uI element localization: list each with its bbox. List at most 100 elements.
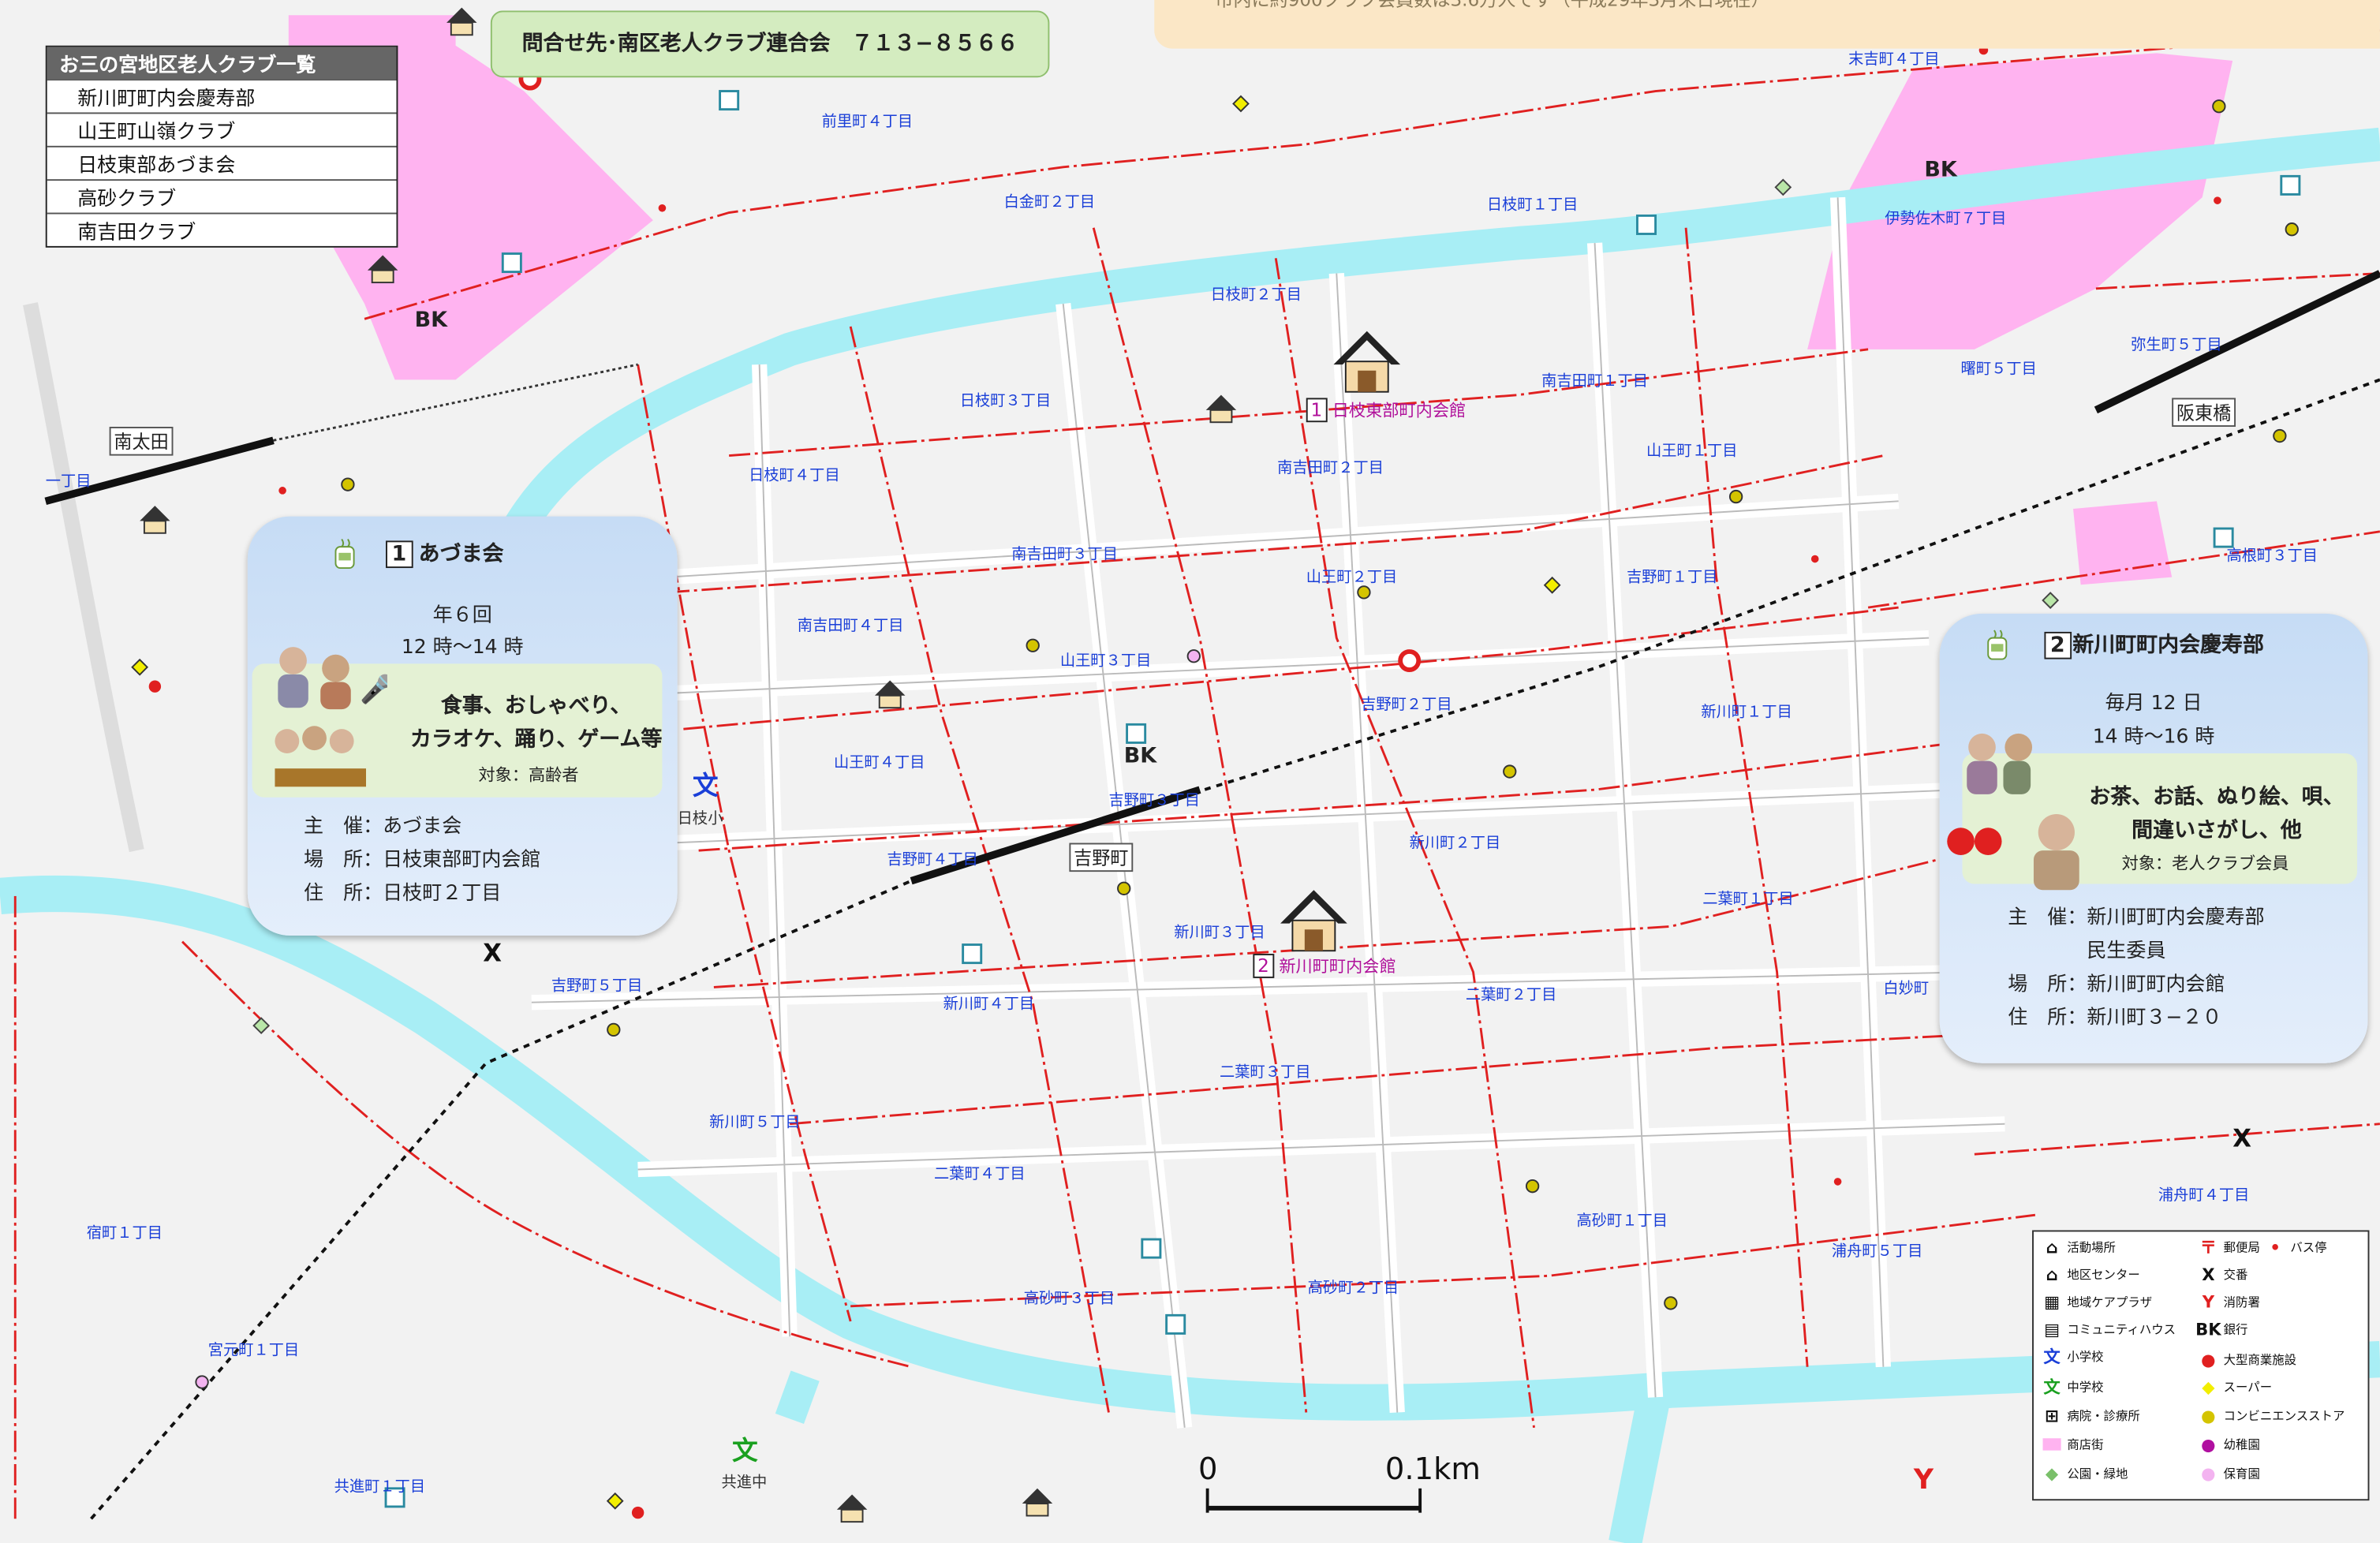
tea-cup-icon <box>1982 629 2013 662</box>
place-label: 浦舟町４丁目 <box>2158 1187 2250 1205</box>
card-1-place: 場 所：日枝東部町内会館 <box>304 849 541 872</box>
station-label: 南太田 <box>109 427 174 456</box>
place-label: 二葉町４丁目 <box>934 1166 1026 1183</box>
station-label: 阪東橋 <box>2172 398 2236 428</box>
bank-icon: BK <box>1123 744 1157 769</box>
legend-label: 大型商業施設 <box>2223 1352 2297 1366</box>
legend-label: バス停 <box>2290 1240 2327 1254</box>
card-2-time: 14 時〜16 時 <box>2092 726 2215 749</box>
legend-label: 地区センター <box>2067 1267 2140 1281</box>
place-label: 宮元町１丁目 <box>207 1342 300 1360</box>
card-2-activities: お茶、お話、ぬり絵、唄、 間違いさがし、他 <box>2076 781 2357 848</box>
svg-text:🎤: 🎤 <box>360 673 387 706</box>
venue-2-name: 新川町町内会館 <box>1279 956 1396 977</box>
info-banner: 市内に約900クラブ会員数は3.6万人です（平成29年3月末日現在） <box>1154 0 2380 49</box>
convenience-store-icon: ● <box>2201 1405 2216 1425</box>
community-center-icon: ⌂ <box>2046 1264 2058 1284</box>
legend-label: コミュニティハウス <box>2067 1321 2176 1336</box>
kindergarten-icon: ● <box>2201 1434 2216 1455</box>
legend-label: スーパー <box>2223 1380 2273 1394</box>
place-label: 伊勢佐木町７丁目 <box>1885 211 2007 228</box>
place-label: 共進町１丁目 <box>334 1479 426 1496</box>
svg-text:Y: Y <box>1913 1464 1934 1496</box>
school-label: 日枝小 <box>677 811 723 828</box>
legend-label: 商店街 <box>2067 1437 2104 1451</box>
card-1-info: 主 催：あづま会 場 所：日枝東部町内会館 住 所：日枝町２丁目 <box>304 811 540 911</box>
place-label: 吉野町１丁目 <box>1626 569 1718 587</box>
svg-text:X: X <box>2232 1125 2251 1153</box>
river <box>0 875 2380 1421</box>
school-label: 共進中 <box>721 1474 768 1492</box>
place-label: 白金町２丁目 <box>1003 194 1096 211</box>
legend-label: 郵便局 <box>2223 1240 2260 1254</box>
place-label: 二葉町３丁目 <box>1220 1064 1311 1082</box>
shopping-street-icon <box>2042 1435 2063 1453</box>
place-label: 南吉田町４丁目 <box>797 618 904 635</box>
svg-text:文: 文 <box>693 771 719 801</box>
place-label: 日枝町１丁目 <box>1486 197 1579 215</box>
club-list-item: 日枝東部あづま会 <box>47 145 397 179</box>
place-label: 新川町３丁目 <box>1174 925 1265 942</box>
community-house-icon: ▤ <box>2044 1319 2061 1339</box>
legend-label: 小学校 <box>2067 1349 2104 1363</box>
town-boundaries <box>13 29 2380 1519</box>
place-label: 山王町２丁目 <box>1306 569 1398 587</box>
contact-box: 問合せ先･南区老人クラブ連合会 ７１３−８５６６ <box>490 10 1050 78</box>
card-2-name: 新川町町内会慶寿部 <box>2072 633 2264 658</box>
place-label: 山王町１丁目 <box>1646 443 1738 461</box>
card-1-address: 住 所：日枝町２丁目 <box>304 882 502 906</box>
legend-label: コンビニエンスストア <box>2223 1408 2345 1423</box>
legend-label: 交番 <box>2223 1267 2248 1281</box>
card-1-activity-line: 食事、おしゃべり、 <box>440 693 632 719</box>
place-label: 日枝町３丁目 <box>959 393 1052 410</box>
place-label: 吉野町５丁目 <box>551 977 643 996</box>
card-1-time: 12 時〜14 時 <box>401 636 524 659</box>
scale-zero: 0 <box>1198 1450 1218 1487</box>
place-label: 一丁目 <box>45 473 92 491</box>
contact-text: 問合せ先･南区老人クラブ連合会 ７１３−８５６６ <box>521 32 1018 57</box>
legend-label: 保育園 <box>2223 1466 2260 1481</box>
card-2-activity-line: お茶、お話、ぬり絵、唄、 <box>2089 785 2345 810</box>
junior-high-school-icon: 文 <box>2043 1377 2061 1398</box>
place-label: 曙町５丁目 <box>1960 361 2037 379</box>
card-2-address: 住 所：新川町３−２０ <box>2008 1007 2222 1030</box>
card-1-host: 主 催：あづま会 <box>304 815 462 839</box>
place-label: 新川町４丁目 <box>943 996 1035 1014</box>
place-label: 新川町２丁目 <box>1409 835 1501 853</box>
card-2-info: 主 催：新川町町内会慶寿部 民生委員 場 所：新川町町内会館 住 所：新川町３−… <box>2008 902 2264 1036</box>
place-label: 高砂町１丁目 <box>1576 1213 1668 1231</box>
park-icon: ◆ <box>2045 1463 2059 1484</box>
card-2-number: 2 <box>2044 631 2072 659</box>
map-legend: ⌂活動場所 ⌂地区センター ▦地域ケアプラザ ▤コミュニティハウス 文小学校 文… <box>2032 1230 2370 1501</box>
legend-label: 銀行 <box>2223 1321 2248 1336</box>
place-label: 吉野町４丁目 <box>887 852 978 869</box>
place-label: 吉野町２丁目 <box>1361 697 1452 714</box>
subway-line <box>90 378 2380 1520</box>
place-label: 末吉町４丁目 <box>1848 51 1940 69</box>
tea-cup-icon <box>330 538 361 571</box>
place-label: 日枝町４丁目 <box>749 467 840 485</box>
club-list-title: お三の宮地区老人クラブ一覧 <box>47 47 397 80</box>
house-icon: ⌂ <box>2046 1237 2058 1257</box>
venue-1-name: 日枝東部町内会館 <box>1332 401 1466 421</box>
club-list-item: 山王町山嶺クラブ <box>47 112 397 145</box>
supermarket-icon: ◆ <box>2202 1377 2215 1397</box>
elementary-school-icon: 文 <box>2043 1347 2061 1367</box>
card-2-host-2: 民生委員 <box>2008 940 2166 963</box>
legend-label: 中学校 <box>2067 1380 2104 1394</box>
place-label: 山王町４丁目 <box>833 754 925 772</box>
river <box>485 127 2380 569</box>
place-label: 弥生町５丁目 <box>2131 337 2222 354</box>
banner-text: 市内に約900クラブ会員数は3.6万人です（平成29年3月末日現在） <box>1215 0 1769 11</box>
place-label: 南吉田町２丁目 <box>1277 460 1384 477</box>
commercial-area <box>1807 53 2233 349</box>
scale-distance: 0.1km <box>1384 1450 1481 1487</box>
place-label: 南吉田町１丁目 <box>1541 373 1648 390</box>
card-1-activity-line: カラオケ、踊り、ゲーム等 <box>409 727 663 753</box>
club-list-item: 高砂クラブ <box>47 179 397 212</box>
